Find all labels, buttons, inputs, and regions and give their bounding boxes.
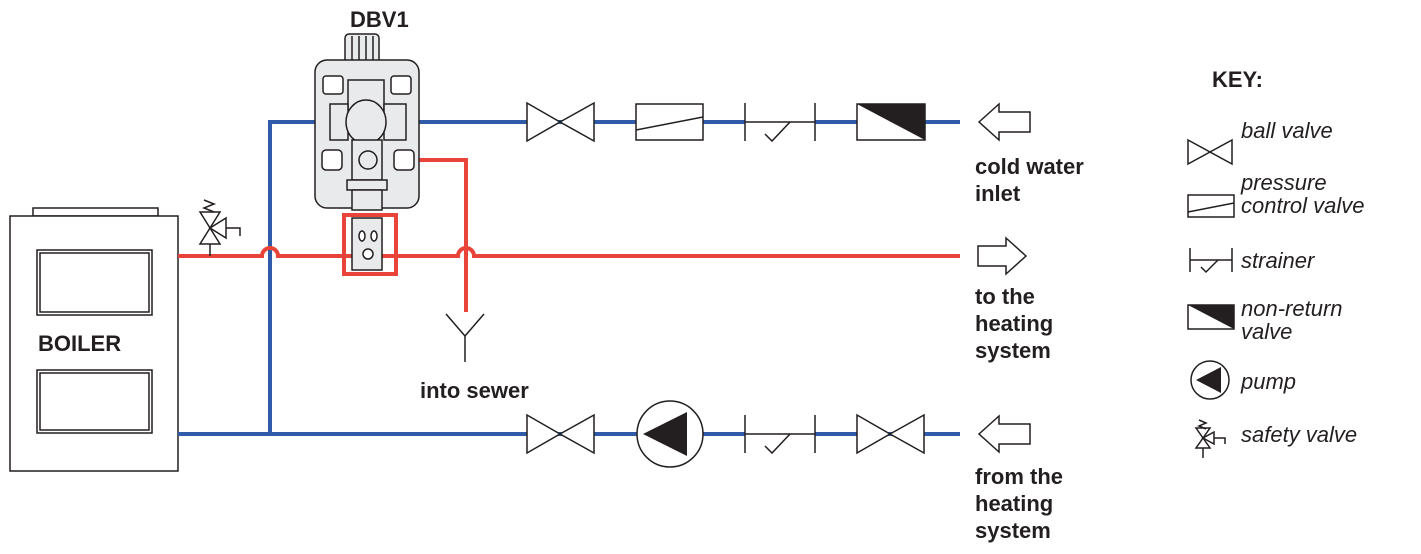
key-ball-valve-label: ball valve bbox=[1241, 118, 1333, 143]
arrow-right-icon bbox=[977, 236, 1028, 276]
key-non-return-valve-label: non-return valve bbox=[1241, 296, 1343, 344]
key-pump-label: pump bbox=[1241, 369, 1297, 394]
dbv1-device bbox=[314, 33, 420, 271]
dbv1-sensor-box bbox=[342, 213, 398, 276]
pressure-control-valve-icon bbox=[635, 103, 704, 141]
key-safety-valve-label: safety valve bbox=[1241, 422, 1358, 447]
arrow-left-icon bbox=[977, 102, 1031, 142]
sewer-funnel-icon bbox=[445, 313, 485, 338]
cold-water-inlet-label: cold water inlet bbox=[975, 154, 1084, 206]
key-safety-valve-icon bbox=[1194, 419, 1226, 458]
boiler bbox=[9, 207, 179, 472]
key-pressure-control-valve-label: pressure control valve bbox=[1241, 170, 1365, 218]
non-return-valve-icon bbox=[856, 103, 926, 141]
from-heating-system-label: from the heating system bbox=[975, 464, 1063, 543]
ball-valve-icon bbox=[526, 101, 595, 143]
key-title: KEY: bbox=[1212, 67, 1263, 92]
key-pump-icon bbox=[1190, 360, 1230, 400]
key-strainer-label: strainer bbox=[1241, 248, 1315, 273]
ball-valve-icon bbox=[856, 413, 925, 455]
cold-inlet-pipe bbox=[268, 120, 960, 434]
key-non-return-valve-icon bbox=[1187, 304, 1235, 330]
key-pressure-control-valve-icon bbox=[1187, 194, 1235, 218]
key-strainer-icon bbox=[1189, 248, 1233, 274]
pump-icon bbox=[636, 400, 704, 468]
to-heating-system-label: to the heating system bbox=[975, 284, 1054, 363]
key-ball-valve-icon bbox=[1187, 138, 1233, 166]
strainer-icon bbox=[744, 415, 816, 455]
arrow-left-icon bbox=[977, 414, 1031, 454]
safety-valve-icon bbox=[198, 199, 241, 256]
strainer-icon bbox=[744, 103, 816, 143]
flow-pipe bbox=[178, 246, 960, 258]
dbv1-label: DBV1 bbox=[350, 7, 409, 32]
boiler-label: BOILER bbox=[38, 331, 122, 356]
into-sewer-label: into sewer bbox=[420, 378, 529, 403]
ball-valve-icon bbox=[526, 413, 595, 455]
